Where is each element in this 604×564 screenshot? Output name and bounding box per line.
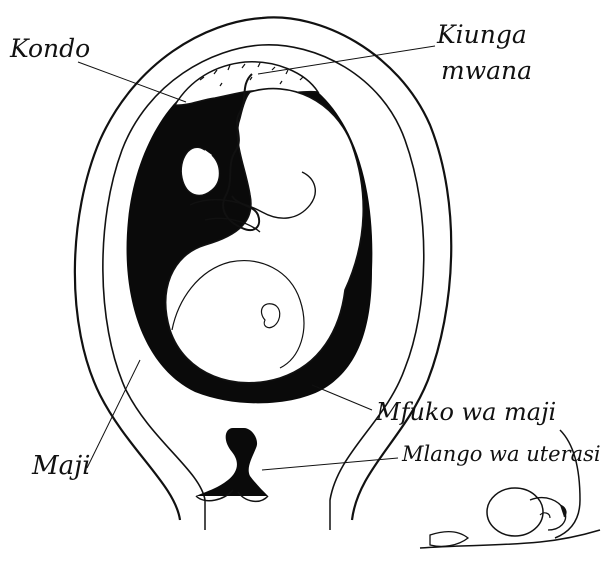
leader-line-kiunga — [258, 46, 435, 74]
label-amniotic-sac: Mfuko wa maji — [376, 400, 556, 424]
leader-line-kondo — [78, 62, 186, 102]
cervix — [196, 428, 268, 496]
leader-line-mlango — [262, 458, 398, 470]
label-placenta: Kondo — [10, 36, 90, 61]
leader-line-mfuko — [312, 385, 372, 410]
label-amniotic-fluid: Maji — [32, 453, 91, 479]
label-cervix: Mlango wa uterasi — [402, 444, 601, 465]
label-umbilical-cord-line2: mwana — [441, 58, 532, 83]
leader-line-maji — [87, 360, 140, 468]
label-umbilical-cord-line1: Kiunga — [437, 22, 527, 47]
